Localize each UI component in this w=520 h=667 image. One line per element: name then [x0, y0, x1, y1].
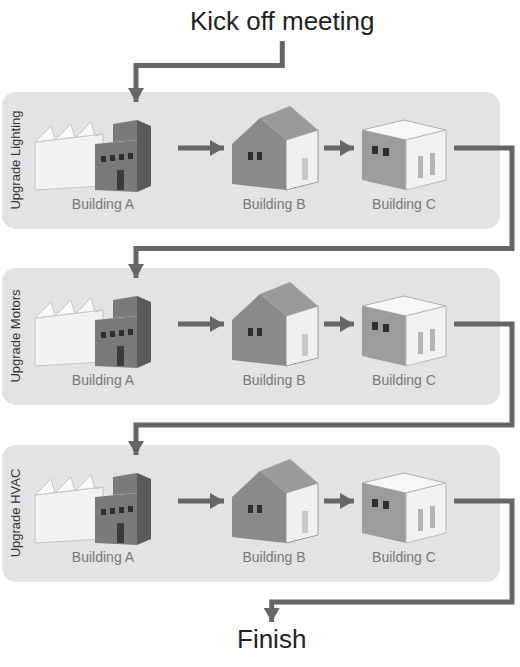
building-picture: [28, 102, 178, 194]
building-picture: [224, 455, 324, 547]
panel-band: [2, 92, 500, 229]
flow-arrow: [324, 499, 354, 504]
building-node: Building B: [224, 102, 324, 212]
building-label: Building C: [354, 372, 454, 388]
building-node: Building A: [28, 455, 178, 565]
flow-arrow: [178, 499, 224, 504]
building-label: Building B: [224, 549, 324, 565]
factory-icon: [28, 102, 178, 194]
phase-label: Upgrade Motors: [8, 289, 23, 382]
building-label: Building C: [354, 549, 454, 565]
phase-label: Upgrade HVAC: [8, 469, 23, 558]
phase-band: Upgrade MotorsBuilding A Building B Buildi…: [2, 268, 500, 405]
building-node: Building C: [354, 278, 454, 388]
phase-band: Upgrade HVAC Building A Building B Building…: [2, 445, 500, 582]
terminal-label: Finish: [233, 622, 310, 657]
house-icon: [224, 102, 324, 194]
building-picture: [354, 455, 454, 547]
flow-arrow: [136, 324, 512, 455]
flow-arrow: [136, 148, 512, 278]
flow-arrow: [178, 322, 224, 327]
building-node: Building A: [28, 102, 178, 212]
panel-band: [2, 445, 500, 582]
phase-band: Upgrade LightingBuilding A Building B Buil…: [2, 92, 500, 229]
terminal-label: Kick off meeting: [186, 4, 379, 39]
building-picture: [224, 102, 324, 194]
flow-arrow: [324, 322, 354, 327]
building-label: Building A: [28, 372, 178, 388]
factory-icon: [28, 455, 178, 547]
building-node: Building B: [224, 455, 324, 565]
building-node: Building C: [354, 102, 454, 212]
terminal-text: Finish: [237, 624, 306, 655]
office-icon: [354, 455, 454, 547]
building-label: Building C: [354, 196, 454, 212]
flow-arrow: [136, 41, 282, 102]
building-node: Building C: [354, 455, 454, 565]
building-picture: [28, 455, 178, 547]
flow-arrow: [324, 146, 354, 151]
building-picture: [224, 278, 324, 370]
building-node: Building B: [224, 278, 324, 388]
building-label: Building A: [28, 196, 178, 212]
building-label: Building A: [28, 549, 178, 565]
factory-icon: [28, 278, 178, 370]
house-icon: [224, 278, 324, 370]
building-picture: [354, 278, 454, 370]
building-node: Building A: [28, 278, 178, 388]
building-label: Building B: [224, 372, 324, 388]
building-picture: [354, 102, 454, 194]
flow-arrow: [178, 146, 224, 151]
phase-label: Upgrade Lighting: [8, 110, 23, 209]
terminal-text: Kick off meeting: [190, 6, 375, 37]
office-icon: [354, 278, 454, 370]
panel-band: [2, 268, 500, 405]
office-icon: [354, 102, 454, 194]
building-label: Building B: [224, 196, 324, 212]
house-icon: [224, 455, 324, 547]
building-picture: [28, 278, 178, 370]
